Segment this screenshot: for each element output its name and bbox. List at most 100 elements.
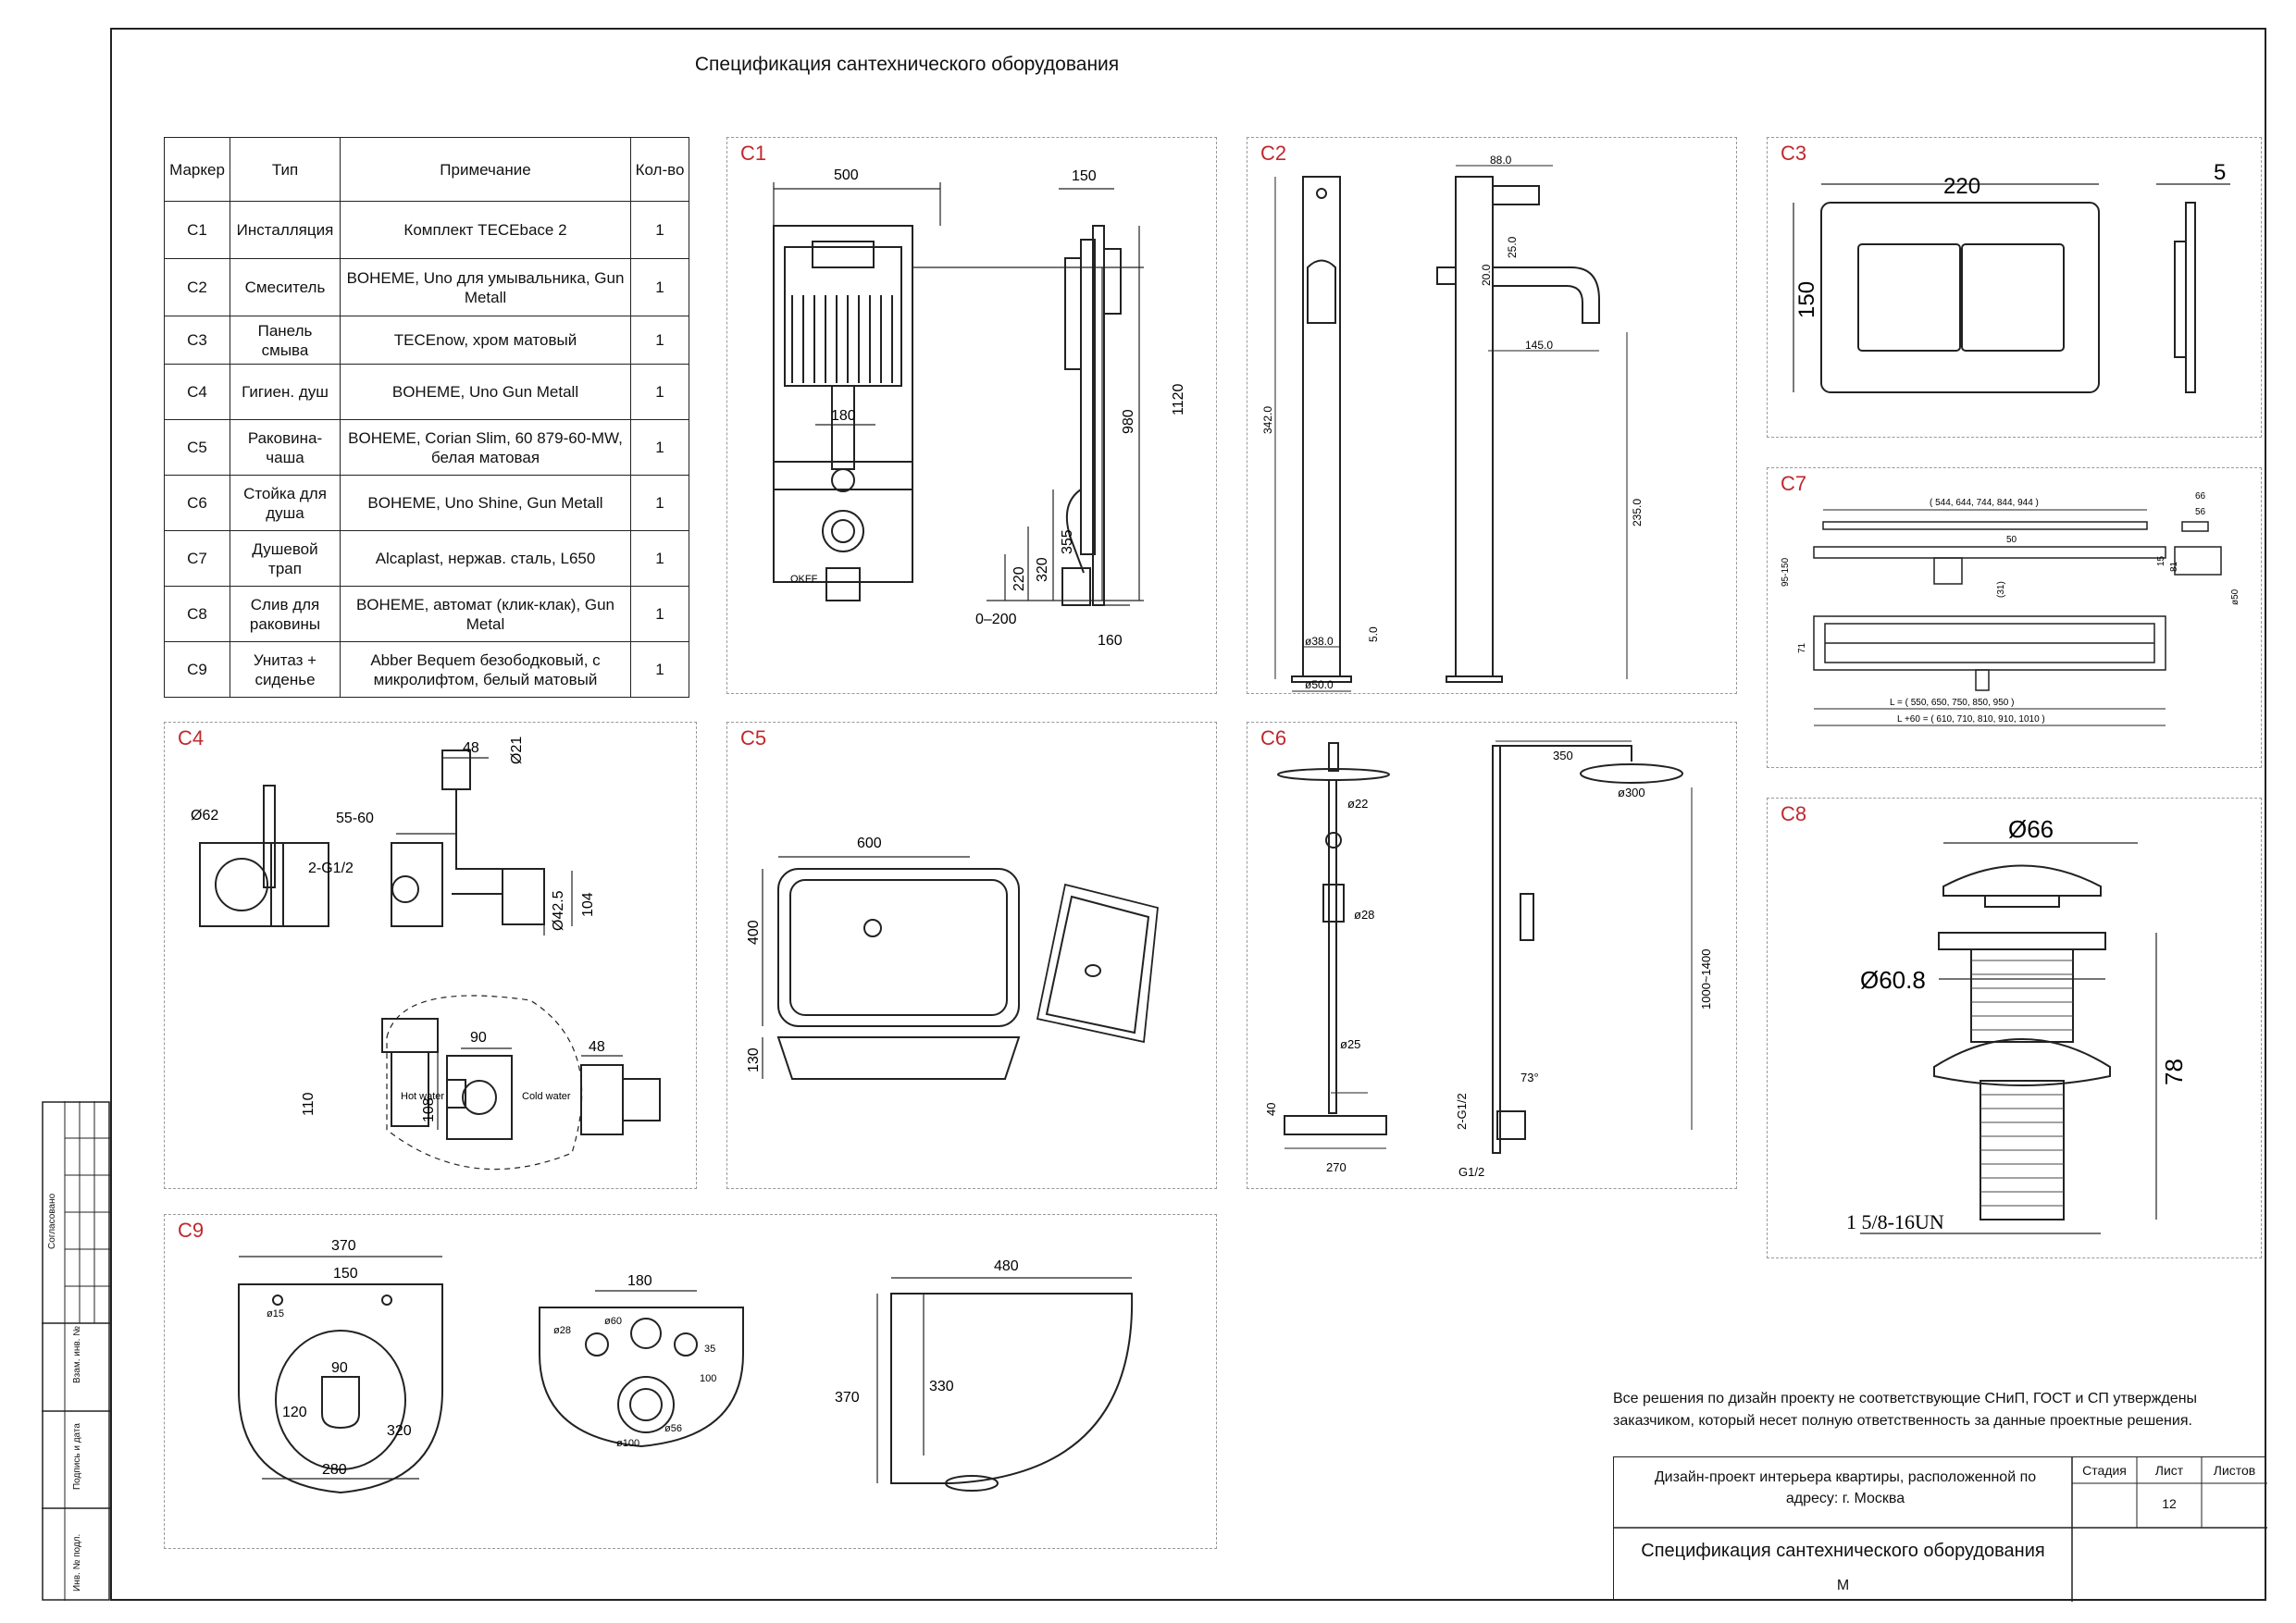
- shower-drain-drawing: ( 544, 644, 744, 844, 944 ) 66 56 50 95-…: [1781, 491, 2240, 726]
- dim-c9-8: ø28: [553, 1325, 571, 1336]
- sheets-label: Листов: [2213, 1463, 2256, 1478]
- dim-c8-3: 1 5/8-16UN: [1846, 1210, 1944, 1233]
- row-type: Слив для раковины: [230, 586, 341, 642]
- col-qty: Кол-во: [630, 137, 689, 202]
- panel-label: C5: [740, 726, 767, 750]
- dim-c8-2: 78: [2160, 1059, 2188, 1085]
- dim-c9-13: ø56: [664, 1423, 682, 1434]
- dim-c1-9: 160: [1098, 633, 1123, 649]
- stage-label: Стадия: [2082, 1463, 2127, 1478]
- panel-c8: C8 Ø66 Ø60.8 78 1 5/8-16UN: [1767, 798, 2262, 1258]
- dim-c6-9: 270: [1326, 1160, 1347, 1174]
- dim-c1-2: 1120: [1171, 383, 1186, 415]
- side-stamp-inventory: Инв. № подл.: [72, 1533, 82, 1592]
- dim-c1-7: 220: [1011, 566, 1027, 591]
- dim-c2-4: 342.0: [1261, 406, 1274, 434]
- dim-c4-1: Ø21: [509, 737, 525, 764]
- dim-c4-8: 90: [470, 1030, 487, 1046]
- dim-c9-4: 120: [282, 1405, 307, 1420]
- dim-c6-5: 1000~1400: [1699, 949, 1713, 1010]
- row-marker: C5: [164, 419, 230, 476]
- dim-c5-1: 400: [746, 920, 762, 945]
- panel-label: C4: [178, 726, 205, 750]
- panel-c9: C9 370 150 ø15 90: [164, 1214, 1217, 1549]
- dim-c1-5: 355: [1060, 529, 1075, 554]
- dim-c9-3: 90: [331, 1360, 348, 1376]
- row-marker: C2: [164, 258, 230, 316]
- dim-c2-5: 235.0: [1631, 499, 1644, 527]
- dim-c1-6: 320: [1035, 557, 1050, 582]
- side-stamp-agreed: Согласовано: [47, 1193, 57, 1249]
- panel-c5: C5 600 400 130: [726, 722, 1217, 1189]
- row-type: Смеситель: [230, 258, 341, 316]
- dim-c1-0: 500: [834, 167, 859, 183]
- panel-label: C8: [1781, 802, 1807, 825]
- panel-label: C3: [1781, 142, 1807, 165]
- row-note: BOHEME, Uno Gun Metall: [340, 364, 631, 420]
- dim-c6-1: ø300: [1618, 786, 1645, 799]
- row-type: Гигиен. душ: [230, 364, 341, 420]
- dim-c9-2: ø15: [267, 1308, 284, 1319]
- panel-c1: C1: [726, 137, 1217, 694]
- row-qty: 1: [630, 201, 689, 259]
- dim-c2-2: 20.0: [1480, 264, 1493, 286]
- dim-c6-2: ø22: [1347, 797, 1368, 811]
- row-type: Унитаз + сиденье: [230, 641, 341, 698]
- dim-c7-5: 81: [2169, 561, 2179, 572]
- row-type: Панель смыва: [230, 316, 341, 365]
- dim-c7-2: 56: [2195, 507, 2206, 517]
- row-qty: 1: [630, 475, 689, 531]
- disclaimer-text: Все решения по дизайн проекту не соответ…: [1613, 1391, 2198, 1429]
- row-marker: C4: [164, 364, 230, 420]
- dim-c2-0: 88.0: [1490, 154, 1512, 167]
- dim-c1-10: OKFF: [790, 574, 818, 585]
- project-name: Дизайн-проект интерьера квартиры, распол…: [1654, 1469, 2037, 1506]
- dim-c9-10: 35: [704, 1344, 715, 1355]
- dim-c7-8: 71: [1797, 642, 1807, 653]
- row-qty: 1: [630, 364, 689, 420]
- panel-c7: C7 ( 544, 644, 744, 844, 944 ) 66 56 50 …: [1767, 467, 2262, 768]
- dim-c3-1: 5: [2214, 160, 2226, 185]
- sheet-number: 12: [2162, 1496, 2177, 1511]
- dim-c8-0: Ø66: [2008, 815, 2054, 843]
- row-note: TECEnow, хром матовый: [340, 316, 631, 365]
- row-qty: 1: [630, 586, 689, 642]
- row-note: BOHEME, автомат (клик-клак), Gun Metal: [340, 586, 631, 642]
- row-marker: C3: [164, 316, 230, 365]
- dim-c7-10: L = ( 550, 650, 750, 850, 950 ): [1890, 698, 2014, 708]
- dim-c7-6: 15: [2156, 555, 2166, 566]
- dim-c6-6: 40: [1264, 1103, 1278, 1116]
- dim-c4-5: 104: [580, 892, 596, 917]
- panel-label: C9: [178, 1219, 205, 1242]
- col-note: Примечание: [340, 137, 631, 202]
- side-stamp-signature: Подпись и дата: [72, 1423, 82, 1490]
- row-qty: 1: [630, 530, 689, 587]
- row-qty: 1: [630, 316, 689, 365]
- spec-header-row: Маркер Тип Примечание Кол-во: [164, 137, 689, 202]
- panel-label: C1: [740, 142, 767, 165]
- col-marker: Маркер: [164, 137, 230, 202]
- row-qty: 1: [630, 419, 689, 476]
- dim-c7-0: ( 544, 644, 744, 844, 944 ): [1930, 498, 2039, 508]
- sheet-label: Лист: [2154, 1463, 2184, 1478]
- dim-c7-9: ø50: [2230, 588, 2240, 605]
- row-marker: C8: [164, 586, 230, 642]
- dim-c2-8: 5.0: [1367, 626, 1380, 642]
- row-marker: C6: [164, 475, 230, 531]
- dim-c8-1: Ø60.8: [1860, 966, 1926, 994]
- row-note: BOHEME, Uno для умывальника, Gun Metall: [340, 258, 631, 316]
- dim-c2-1: 25.0: [1506, 236, 1519, 258]
- dim-c6-0: 350: [1553, 749, 1573, 762]
- dim-c4-10: 108: [421, 1097, 437, 1122]
- row-type: Душевой трап: [230, 530, 341, 587]
- shower-set-drawing: 350 ø300 ø22 ø28 ø25 1000~1400 40 73° 2-…: [1264, 740, 1713, 1179]
- dim-c9-14: 480: [994, 1258, 1019, 1274]
- dim-c7-3: 50: [2006, 535, 2017, 545]
- dim-c6-3: ø28: [1354, 908, 1374, 922]
- row-marker: C9: [164, 641, 230, 698]
